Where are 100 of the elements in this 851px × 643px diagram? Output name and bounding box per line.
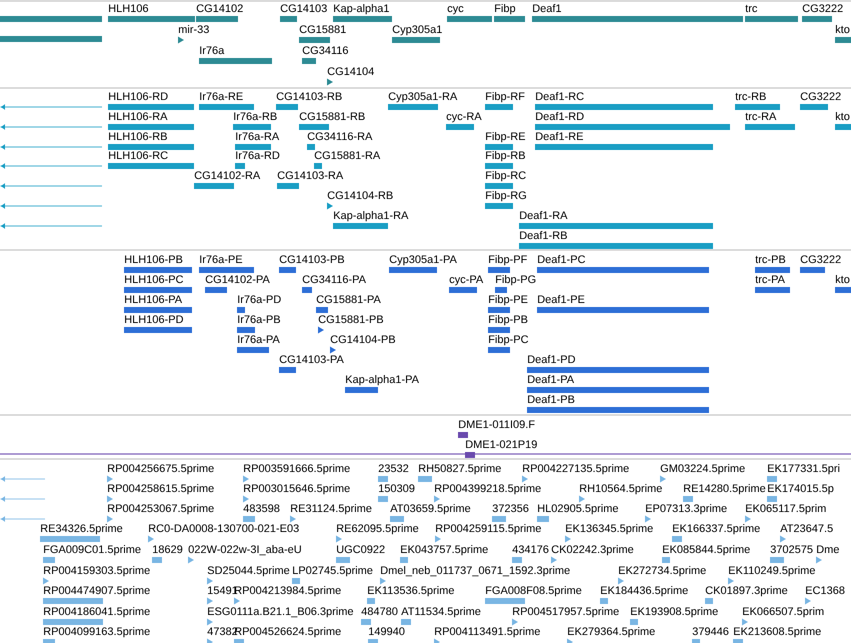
feature-label: FGA008F08.5prime xyxy=(486,586,582,596)
feature-label: GM03224.5prime xyxy=(660,464,745,474)
feature-label: RH10564.5prime xyxy=(580,484,662,494)
feature-label: EK174015.5p xyxy=(768,484,834,494)
feature-label: Fibp-RC xyxy=(486,171,526,182)
feature-label: Cyp305a1-PA xyxy=(390,255,457,266)
feature-label: Ir76a-PB xyxy=(238,315,280,324)
feature-label: Ir76a-RD xyxy=(236,151,280,160)
feature-label: HLH106-RB xyxy=(109,132,167,140)
feature-label: Deaf1-RA xyxy=(520,211,568,220)
feature-label: 483598 xyxy=(243,504,280,512)
feature-label: DME1-011I09.F xyxy=(459,420,535,428)
feature-label: CK02242.3prime xyxy=(552,545,634,556)
feature-label: Dmel_neb_011737_0671_1592.3prime xyxy=(381,566,570,576)
feature-label: Ir76a-RB xyxy=(234,112,277,120)
feature-label: EK166337.5prime xyxy=(673,524,760,534)
feature-label: DME1-021P19 xyxy=(466,440,537,448)
feature-label: EK113536.5prime xyxy=(368,586,454,596)
feature-label: HLH106-PB xyxy=(125,255,182,264)
feature-label: EK065117.5prim xyxy=(746,504,826,514)
feature-label: CG14104 xyxy=(328,67,374,76)
feature-label: LP02745.5prime xyxy=(293,566,372,576)
feature-label: RP004474907.5prime xyxy=(44,586,150,596)
feature-label: Ir76a-PE xyxy=(200,255,242,264)
feature-label: Fibp-PF xyxy=(489,255,527,266)
feature-label: CG14102-PA xyxy=(206,275,270,284)
feature-label: Fibp-PG xyxy=(496,275,536,286)
feature-label: kto xyxy=(836,275,850,284)
feature-label: CG34116-RA xyxy=(308,132,372,140)
feature-label: EC1368 xyxy=(806,586,844,594)
feature-label: Cyp305a1-RA xyxy=(388,92,458,102)
feature-label: CG3222 xyxy=(800,255,841,264)
feature-label: HLH106-PA xyxy=(125,295,182,304)
feature-label: RP004399218.5prime xyxy=(435,484,541,494)
feature-label: CG14102 xyxy=(196,4,243,12)
feature-label: HLH106-RD xyxy=(109,92,168,100)
feature-label: 022W-022w-3I_aba-eU xyxy=(188,545,301,556)
feature-label: Deaf1-RE xyxy=(536,132,584,140)
feature-label: RE31124.5prime xyxy=(291,504,372,514)
feature-label: mir-33 xyxy=(178,25,209,34)
feature-label: AT11534.5prime xyxy=(401,607,480,618)
feature-label: CG14103-RB xyxy=(276,92,342,100)
feature-label: cyc-RA xyxy=(446,112,482,122)
feature-label: Deaf1 xyxy=(533,4,562,12)
feature-label: trc-PB xyxy=(755,255,786,264)
feature-label: RC0-DA0008-130700-021-E03 xyxy=(149,524,299,532)
feature-label: Fibp-PC xyxy=(489,335,528,346)
feature-label: 484780 xyxy=(361,607,398,616)
feature-label: CG34116-PA xyxy=(302,275,366,284)
feature-label: kto xyxy=(836,112,850,120)
feature-label: HL02905.5prime xyxy=(538,504,618,514)
feature-label: Deaf1-PB xyxy=(528,395,574,404)
feature-label: Deaf1-RD xyxy=(536,112,584,120)
feature-label: RP004253067.5prime xyxy=(108,504,214,514)
feature-label: Kap-alpha1-RA xyxy=(334,211,408,222)
feature-label: EK066507.5prim xyxy=(743,607,824,618)
feature-label: CG14103-RA xyxy=(278,171,344,180)
feature-label: EK272734.5prime xyxy=(619,566,706,576)
feature-label: EP07313.3prime xyxy=(646,504,727,514)
feature-label: kto xyxy=(836,25,850,34)
feature-label: CG3222 xyxy=(800,92,841,100)
feature-label: Fibp-RE xyxy=(486,132,526,142)
feature-label: Fibp-PB xyxy=(489,315,528,326)
feature-label: cyc-PA xyxy=(450,275,484,286)
feature-label: Fibp-RF xyxy=(486,92,524,102)
feature-label: Ir76a-PA xyxy=(238,335,280,344)
feature-label: Fibp-RG xyxy=(486,191,526,202)
feature-label: CG3222 xyxy=(802,4,843,12)
feature-label: AT23647.5 xyxy=(780,524,833,532)
feature-label: ESG0111a.B21.1_B06.3prime xyxy=(208,607,354,618)
feature-label: Deaf1-PD xyxy=(528,355,575,364)
feature-label: RP004186041.5prime xyxy=(44,607,150,618)
feature-label: Ir76a-PD xyxy=(238,295,281,304)
feature-label: 149940 xyxy=(369,627,404,636)
feature-label: RE62095.5prime xyxy=(337,524,418,534)
feature-label: HLH106-RC xyxy=(109,151,168,160)
feature-label: CG15881-RA xyxy=(314,151,380,160)
feature-label: HLH106-RA xyxy=(109,112,168,120)
feature-label: Dme xyxy=(817,545,839,554)
feature-label: RP003591666.5prime xyxy=(244,464,350,474)
feature-label: UGC0922 xyxy=(337,545,385,554)
feature-label: HLH106 xyxy=(109,4,148,12)
feature-label: 379446 xyxy=(692,627,728,636)
feature-label: 23532 xyxy=(378,464,408,472)
feature-label: Kap-alpha1-PA xyxy=(346,375,419,386)
feature-label: RE14280.5prime xyxy=(684,484,766,494)
feature-label: Fibp-PE xyxy=(489,295,528,306)
feature-label: CG14103 xyxy=(280,4,327,12)
feature-label: CG14104-RB xyxy=(328,191,393,200)
feature-label: trc-RA xyxy=(745,112,776,120)
feature-label: RP004517957.5prime xyxy=(513,607,619,618)
feature-label: CG15881 xyxy=(300,25,346,34)
feature-label: RP004227135.5prime xyxy=(523,464,629,474)
feature-label: Deaf1-PA xyxy=(528,375,574,384)
feature-label: 372356 xyxy=(492,504,528,512)
feature-label: EK213608.5prime xyxy=(734,627,821,638)
feature-label: 150309 xyxy=(379,484,414,492)
feature-label: Ir76a-RA xyxy=(236,132,280,140)
feature-label: Fibp xyxy=(495,4,516,14)
feature-label: CG14103-PA xyxy=(280,355,344,364)
